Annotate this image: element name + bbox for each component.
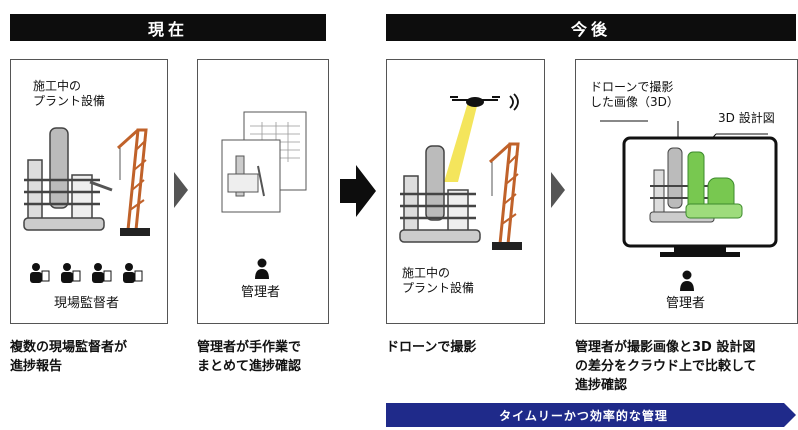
manager-label-current: 管理者 xyxy=(241,285,281,300)
drone-image-label: ドローンで撮影 した画像（3D） xyxy=(590,80,679,109)
timely-management-banner xyxy=(386,403,796,427)
drone-icon xyxy=(444,93,519,182)
plant-label-current: 施工中の プラント設備 xyxy=(33,79,106,108)
supervisor-label: 現場監督者 xyxy=(54,296,120,311)
report-documents-icon xyxy=(221,111,307,213)
caption-supervisors-report: 複数の現場監督者が 進捗報告 xyxy=(10,340,128,374)
manager-label-future: 管理者 xyxy=(666,296,706,311)
arrow-right-icon xyxy=(174,172,188,208)
manager-person-icon xyxy=(255,258,269,279)
plant-label-future: 施工中の プラント設備 xyxy=(402,266,475,295)
big-arrow-right-icon xyxy=(340,165,376,217)
caption-manual-check: 管理者が手作業で まとめて進捗確認 xyxy=(197,340,302,374)
header-future: 今後 xyxy=(386,14,796,41)
caption-drone-capture: ドローンで撮影 xyxy=(386,340,477,355)
plant-illustration-future xyxy=(399,142,522,250)
banner-label: タイムリーかつ効率的な管理 xyxy=(499,408,668,423)
monitor-icon xyxy=(600,120,778,257)
manager-person-icon xyxy=(680,270,694,291)
site-supervisor-icons xyxy=(30,263,143,283)
arrow-right-icon xyxy=(551,172,565,208)
header-current: 現在 xyxy=(10,14,326,41)
caption-cloud-compare: 管理者が撮影画像と3D 設計図 の差分をクラウド上で比較して 進捗確認 xyxy=(575,340,757,393)
design-label: 3D 設計図 xyxy=(718,111,775,125)
plant-illustration-current xyxy=(23,127,150,236)
